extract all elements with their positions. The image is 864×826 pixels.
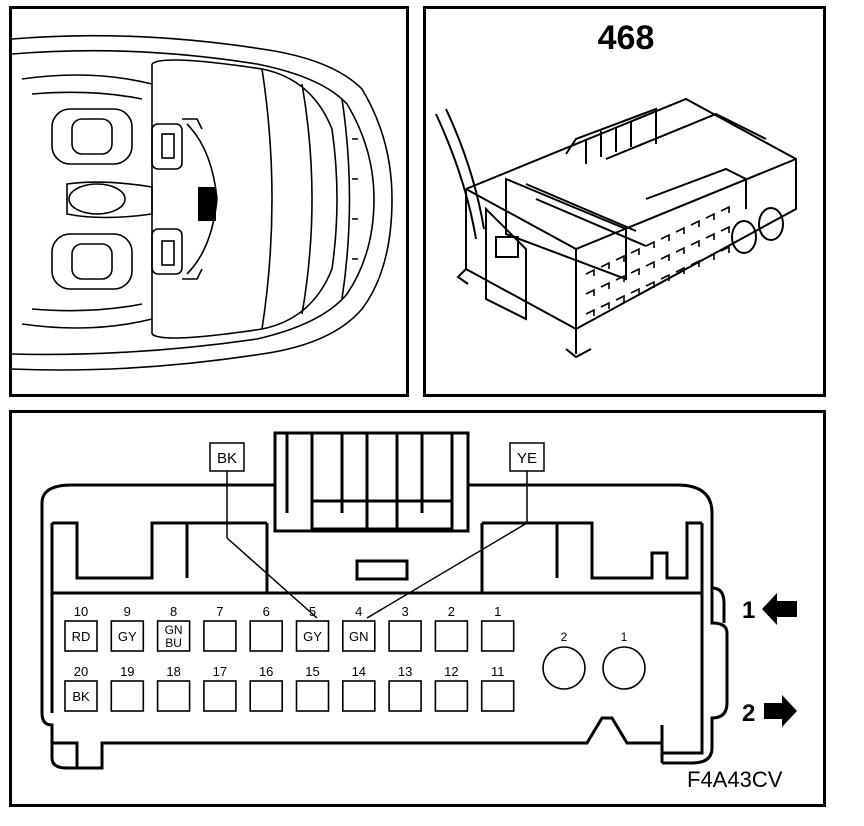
pin-cavity bbox=[249, 620, 283, 652]
pin-cavity bbox=[295, 620, 330, 652]
pin-cavity bbox=[64, 620, 98, 652]
pin-number: 5 bbox=[309, 604, 316, 619]
pin-number: 11 bbox=[491, 664, 505, 679]
pin-number: 16 bbox=[259, 664, 273, 679]
pin-number: 19 bbox=[120, 664, 134, 679]
pin-cavity bbox=[434, 620, 469, 652]
pin-number: 2 bbox=[448, 604, 455, 619]
pin-cavity bbox=[480, 620, 515, 652]
connector-location-marker bbox=[198, 187, 216, 221]
vehicle-location-view bbox=[9, 6, 409, 397]
pin-number: 14 bbox=[352, 664, 366, 679]
pin-cavity bbox=[156, 680, 191, 712]
pin-number: 1 bbox=[494, 604, 501, 619]
view-2-label: 2 bbox=[742, 700, 755, 727]
vehicle-top-drawing bbox=[12, 34, 393, 371]
callout-right-box bbox=[509, 442, 545, 472]
pin-wire-color: GY bbox=[118, 629, 137, 644]
pin-cavity bbox=[341, 620, 376, 652]
callout-left-box bbox=[209, 442, 245, 472]
pin-number: 20 bbox=[74, 664, 88, 679]
pin-number: 10 bbox=[74, 604, 88, 619]
pin-cavity bbox=[110, 620, 145, 652]
pin-cavity bbox=[434, 680, 469, 712]
pin-wire-color: GN bbox=[349, 629, 369, 644]
pin-cavity bbox=[295, 680, 330, 712]
callout-right-label: YE bbox=[517, 450, 537, 467]
round-pin-number: 2 bbox=[561, 630, 568, 644]
connector-3d-view: 468 bbox=[423, 6, 826, 397]
arrow-right-icon bbox=[764, 695, 797, 727]
pin-cavity bbox=[156, 620, 191, 652]
round-pin-cavity bbox=[542, 646, 586, 690]
pin-cavity bbox=[203, 680, 237, 712]
pin-number: 15 bbox=[305, 664, 319, 679]
pin-cavity bbox=[480, 680, 515, 712]
pin-cavity bbox=[249, 680, 283, 712]
callout-left-label: BK bbox=[217, 450, 237, 467]
pin-number: 12 bbox=[444, 664, 458, 679]
pin-wire-color: GY bbox=[303, 629, 322, 644]
arrow-left-icon bbox=[762, 593, 797, 625]
pin-number: 9 bbox=[124, 604, 131, 619]
pin-number: 3 bbox=[401, 604, 408, 619]
pin-number: 18 bbox=[166, 664, 180, 679]
pin-wire-color: BK bbox=[72, 689, 90, 704]
pin-cavity bbox=[388, 680, 422, 712]
connector-3d-drawing bbox=[435, 97, 797, 359]
pin-cavity bbox=[64, 680, 98, 712]
pin-number: 4 bbox=[355, 604, 362, 619]
view-1-label: 1 bbox=[742, 597, 755, 624]
connector-number: 468 bbox=[597, 19, 655, 57]
pin-number: 7 bbox=[216, 604, 223, 619]
pin-number: 17 bbox=[213, 664, 227, 679]
pin-cavity bbox=[388, 620, 422, 652]
pin-cavity bbox=[110, 680, 145, 712]
pin-number: 8 bbox=[170, 604, 177, 619]
pin-number: 13 bbox=[398, 664, 412, 679]
pin-cavity bbox=[203, 620, 237, 652]
pin-number: 6 bbox=[263, 604, 270, 619]
pin-cavity bbox=[341, 680, 376, 712]
pin-wire-color: RD bbox=[72, 629, 91, 644]
round-pin-number: 1 bbox=[621, 630, 628, 644]
round-pin-cavity bbox=[602, 646, 646, 690]
figure-code: F4A43CV bbox=[687, 767, 783, 792]
